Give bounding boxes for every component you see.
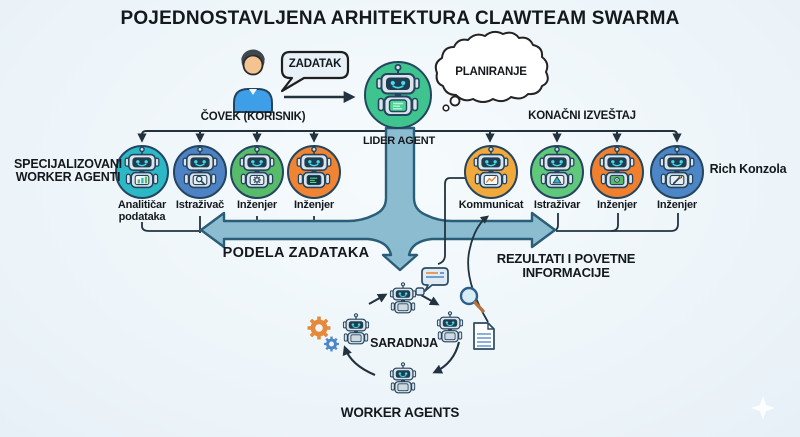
final-report-label: KONAČNI IZVEŠTAJ [528,110,636,122]
agent-label: Inženjer [294,199,334,211]
left-agent-robot-0 [115,145,169,199]
results-label-line2: INFORMACIJE [522,265,610,280]
chat-bubble-icon [415,267,449,296]
big-flow-arrow [199,126,557,272]
document-icon [473,322,495,350]
leader-agent-robot [364,61,432,129]
agent-label: Istraživač [175,199,225,211]
right-agent-robot-3 [650,145,704,199]
right-agent-robot-2 [590,145,644,199]
worker-robot-bottom [389,362,417,394]
agent-label: Istraživar [533,199,581,211]
agent-label: Analitičar [117,199,167,211]
worker-robot-right [436,311,464,343]
results-label-line1: REZULTATI I POVETNE [496,251,636,266]
planning-cloud-label: PLANIRANJE [455,66,527,78]
worker-robot-left [342,313,370,345]
human-label: ČOVEK (KORISNIK) [200,111,306,123]
worker-agents-label: WORKER AGENTS [340,405,460,420]
agent-label: podataka [118,211,166,223]
human-icon [233,49,273,113]
agent-label: Inženjer [657,199,697,211]
task-bubble-label: ZADATAK [288,58,342,70]
worker-cycle-arrows [342,293,461,376]
left-agent-robot-2 [230,145,284,199]
left-group-heading-line1: SPECIJALIZOVANI [14,157,122,171]
planning-cloud [434,30,549,112]
gear-icon [324,336,339,352]
left-agent-robot-1 [173,145,227,199]
console-label: Rich Konzola [709,162,787,176]
task-speech-bubble [280,50,350,93]
magnifier-icon [459,286,485,313]
leader-label: LIDER AGENT [363,135,435,147]
agent-label: Kommunicat [458,199,524,211]
left-agent-robot-3 [287,145,341,199]
right-agent-robot-0 [464,145,518,199]
agent-label: Inženjer [597,199,637,211]
worker-robot-top [389,282,417,314]
left-group-heading-line2: WORKER AGENTI [15,170,121,184]
right-agent-robot-1 [530,145,584,199]
sparkle-icon [751,396,775,420]
task-division-label: PODELA ZADATAKA [222,245,370,261]
agent-label: Inženjer [237,199,277,211]
gear-icon [307,316,331,340]
page-title: POJEDNOSTAVLJENA ARHITEKTURA CLAWTEAM SW… [120,8,680,29]
collaboration-label: SARADNJA [370,336,438,350]
